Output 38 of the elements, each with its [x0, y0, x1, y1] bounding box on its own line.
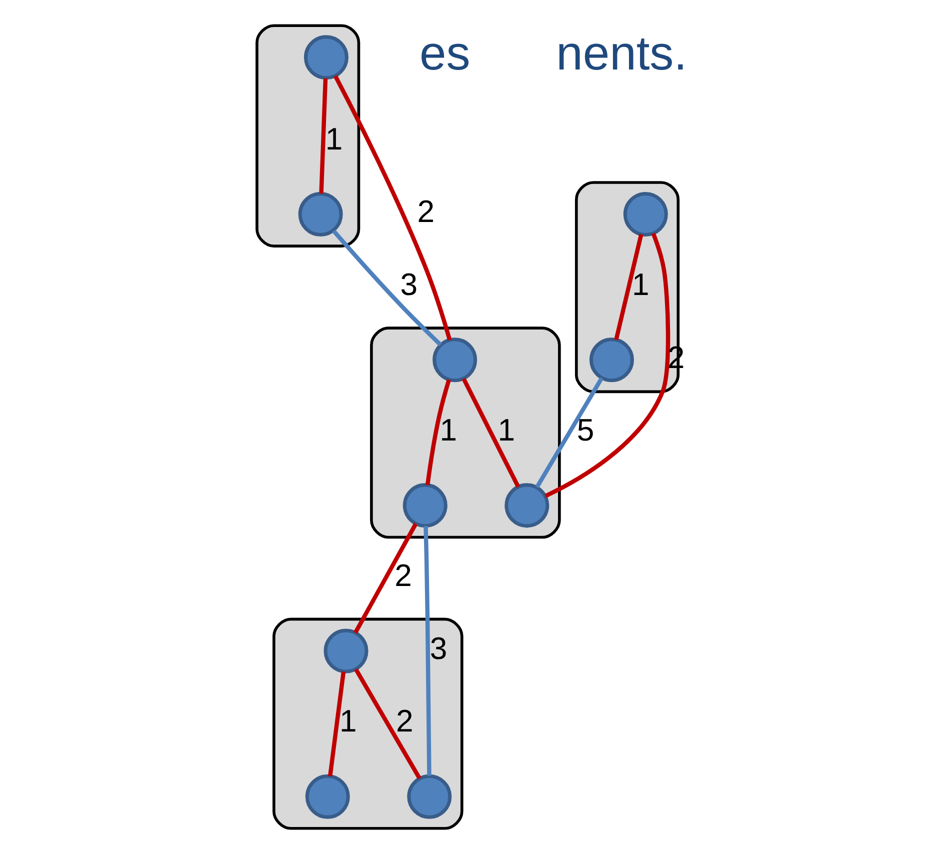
connector — [333, 75, 452, 341]
connector — [614, 234, 644, 340]
cluster — [272, 618, 464, 830]
connector — [354, 668, 422, 780]
connector — [544, 232, 670, 498]
edge-label: 1 — [440, 412, 458, 448]
cluster — [256, 24, 360, 248]
connector — [332, 230, 442, 346]
node-circle — [504, 483, 550, 528]
edge-label: 1 — [339, 704, 357, 739]
node-circle — [402, 483, 448, 528]
edge-label: 3 — [430, 630, 448, 666]
node-circle — [305, 774, 350, 819]
node-circle — [298, 192, 343, 237]
connector — [354, 522, 418, 634]
edge-label: 1 — [325, 121, 343, 156]
node-circle — [623, 192, 668, 237]
edge-label: 2 — [417, 194, 435, 230]
node-circle — [589, 338, 634, 382]
edge-label: 3 — [400, 266, 418, 302]
edge-label: 2 — [394, 558, 412, 594]
connector — [328, 671, 346, 776]
node-circle — [324, 628, 368, 674]
edge-label: 1 — [498, 412, 516, 448]
connector — [462, 378, 520, 488]
cluster — [370, 326, 561, 539]
connector — [425, 379, 451, 486]
edge-label: 2 — [396, 704, 414, 739]
connector — [424, 526, 432, 776]
connector — [319, 78, 328, 194]
connector — [535, 377, 604, 488]
node-circle — [432, 338, 478, 382]
label: es — [420, 28, 470, 81]
edge-label: 1 — [632, 266, 650, 302]
node-circle — [304, 35, 348, 80]
node-circle — [407, 774, 452, 819]
label: nents. — [556, 28, 688, 81]
edge-label: 5 — [576, 412, 594, 448]
